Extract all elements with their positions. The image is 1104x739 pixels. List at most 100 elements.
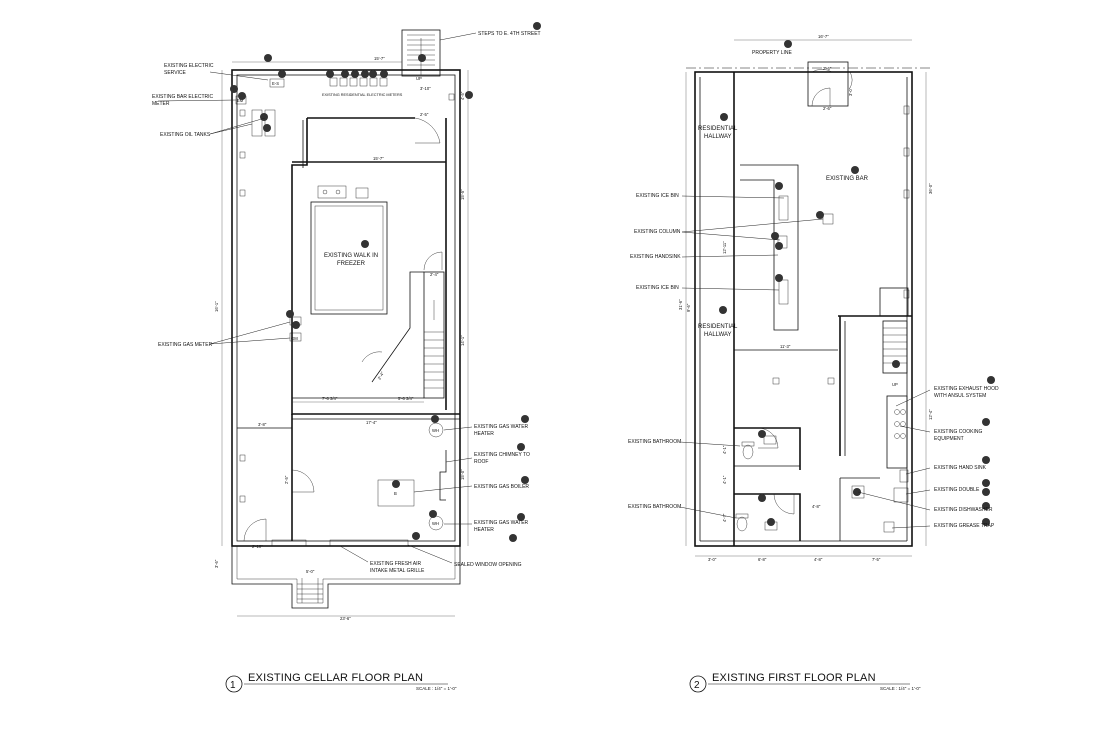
first-label-property-line: PROPERTY LINE <box>752 50 792 56</box>
first-label-hand-sink: EXISTING HAND SINK <box>934 465 987 471</box>
cellar-sealed-window <box>329 539 409 547</box>
cellar-label-bar-meter-1: EXISTING BAR ELECTRIC <box>152 94 214 100</box>
cellar-label-chimney-1: EXISTING CHIMNEY TO <box>474 452 530 458</box>
cellar-label-freezer-2: FREEZER <box>337 261 366 267</box>
first-dimensions: 31'-6" 36'-0" 11'-3" 12'-11" 9'-6" 12'-4… <box>678 72 933 562</box>
first-label-bar: EXISTING BAR <box>826 176 869 182</box>
cellar-label-gas-meter: EXISTING GAS METER <box>158 342 213 348</box>
cellar-dim-mid-span: 17'-4" <box>366 420 377 425</box>
cellar-interior-stair-treads <box>424 331 444 389</box>
first-dim-col-len: 12'-11" <box>722 241 727 254</box>
cellar-dim-right-mid: 15'-5" <box>460 189 465 200</box>
first-label-hallway-a1: RESIDENTIAL <box>698 126 738 132</box>
cellar-sink-2 <box>355 187 369 199</box>
cellar-label-freezer-1: EXISTING WALK IN <box>324 253 378 259</box>
first-title-block: 2 EXISTING FIRST FLOOR PLAN SCALE : 1/4"… <box>689 672 921 693</box>
first-entry-door-2[interactable] <box>811 87 831 107</box>
cellar-label-res-meters: EXISTING RESIDENTIAL ELECTRIC METERS <box>322 93 403 97</box>
cellar-label-water-heater-2b: HEATER <box>474 527 494 533</box>
cellar-label-water-heater-1a: EXISTING GAS WATER <box>474 424 529 430</box>
cellar-dimensions: 15'-7" 3'-10" 4'-5" 2'-5" 15'-7" 15'-5" … <box>214 56 469 621</box>
cellar-label-boiler: EXISTING GAS BOILER <box>474 484 529 490</box>
first-dim-top-width: 16'-7" <box>818 34 829 39</box>
first-up-tag: UP <box>892 382 898 387</box>
first-label-grease: EXISTING GREASE TRAP <box>934 523 995 529</box>
first-dim-door-b: 2'-6" <box>823 106 832 111</box>
first-bathroom-2-door[interactable] <box>773 493 795 515</box>
cellar-electric-service-box <box>269 78 285 88</box>
first-label-bathroom-2: EXISTING BATHROOM <box>628 504 681 510</box>
first-grease-trap <box>883 521 895 533</box>
cellar-wh-tag-2: WH <box>432 521 439 526</box>
cellar-title-number: 1 <box>230 680 236 691</box>
cellar-dim-top-width: 15'-7" <box>374 56 385 61</box>
cellar-plan: UP <box>152 22 541 693</box>
cellar-dim-top-rt: 4'-5" <box>460 91 465 100</box>
cellar-b-tag: B <box>394 491 397 496</box>
cellar-dim-mid-top: 2'-5" <box>420 112 429 117</box>
first-label-ice-bin-1: EXISTING ICE BIN <box>636 193 679 199</box>
first-label-cooking-1: EXISTING COOKING <box>934 429 982 435</box>
cellar-label-water-heater-1b: HEATER <box>474 431 494 437</box>
first-bar-counter <box>740 164 799 331</box>
first-toilet-1 <box>742 444 754 460</box>
first-column-2 <box>772 377 780 385</box>
first-label-column: EXISTING COLUMN <box>634 229 681 235</box>
first-label-hood-2: WITH ANSUL SYSTEM <box>934 393 986 399</box>
cellar-title-number-circle <box>225 675 243 693</box>
cellar-dim-door-small: 2'-4" <box>430 272 439 277</box>
cellar-gas-meter-2 <box>289 332 302 342</box>
cellar-dim-right-b: 15'-0" <box>460 469 465 480</box>
cellar-label-oil-tanks: EXISTING OIL TANKS <box>160 132 211 138</box>
first-dim-bottom-d: 7'-5" <box>872 557 881 562</box>
cellar-label-fresh-air-1: EXISTING FRESH AIR <box>370 561 422 567</box>
first-floor-plan: 16'-7" PROPERTY LINE 2'-6" 2'-6" 3'-0" <box>628 34 999 693</box>
cellar-door-front[interactable] <box>243 518 267 542</box>
cellar-door-top[interactable] <box>414 117 441 144</box>
first-label-dishwasher: EXISTING DISHWASHER <box>934 507 993 513</box>
first-label-bathroom-1: EXISTING BATHROOM <box>628 439 681 445</box>
cellar-dim-left-total: 16'-1" <box>214 301 219 312</box>
cellar-rear-stair <box>401 29 441 77</box>
cellar-oil-tank-1 <box>251 109 263 137</box>
first-dim-left-total: 31'-6" <box>678 299 683 310</box>
first-dim-kitchen-r: 12'-4" <box>928 409 933 420</box>
first-label-hood-1: EXISTING EXHAUST HOOD <box>934 386 999 392</box>
first-label-hallway-a2: HALLWAY <box>704 134 732 140</box>
first-entry-door-3[interactable] <box>849 71 853 89</box>
cellar-dim-stair-len: 14'-1" <box>460 335 465 346</box>
cellar-dim-lower-a: 7'-6 3/4" <box>322 396 338 401</box>
first-exhaust-hood <box>886 395 908 469</box>
first-bathroom-1-door[interactable] <box>757 427 779 449</box>
cellar-scale: SCALE : 1/4" = 1'-0" <box>416 686 457 691</box>
cellar-residential-meters <box>329 77 388 87</box>
cellar-dim-bottom-left: 3'-6" <box>214 559 219 568</box>
first-label-handsink: EXISTING HANDSINK <box>630 254 681 260</box>
first-dim-right-total: 36'-0" <box>928 183 933 194</box>
cellar-walk-in-freezer-inner <box>314 205 384 311</box>
first-ice-bin-1 <box>778 195 789 221</box>
cellar-label-electric-service-1: EXISTING ELECTRIC <box>164 63 214 69</box>
first-wall-piers <box>903 105 910 299</box>
cellar-door-lower[interactable] <box>291 469 315 493</box>
first-title-number: 2 <box>694 680 700 691</box>
cellar-label-electric-service-2: SERVICE <box>164 70 187 76</box>
cellar-dim-left-a: 3'-8" <box>258 422 267 427</box>
cellar-label-steps: STEPS TO E. 4TH STREET <box>478 31 541 37</box>
first-dim-bath-h3: 4'-7" <box>722 513 727 522</box>
first-dim-door-side: 3'-0" <box>848 87 853 96</box>
cellar-wh-tag-1: WH <box>432 428 439 433</box>
first-ice-bin-2 <box>778 279 789 305</box>
cellar-door-stair-low[interactable] <box>361 351 383 363</box>
cellar-outer-wall <box>231 69 461 547</box>
cellar-inner-wall-line <box>236 74 456 542</box>
cellar-dim-bottom-a: 2'-10" <box>252 544 263 549</box>
cellar-door-stair[interactable] <box>423 251 443 271</box>
first-dim-bath-h2: 4'-1" <box>722 475 727 484</box>
cellar-em-tag: EM <box>237 98 244 103</box>
cellar-front-areaway-inner <box>236 546 456 604</box>
cellar-label-sealed-window: SEALED WINDOW OPENING <box>454 562 522 568</box>
cellar-dim-total-width: 23'-6" <box>340 616 351 621</box>
first-label-cooking-2: EQUIPMENT <box>934 436 964 442</box>
